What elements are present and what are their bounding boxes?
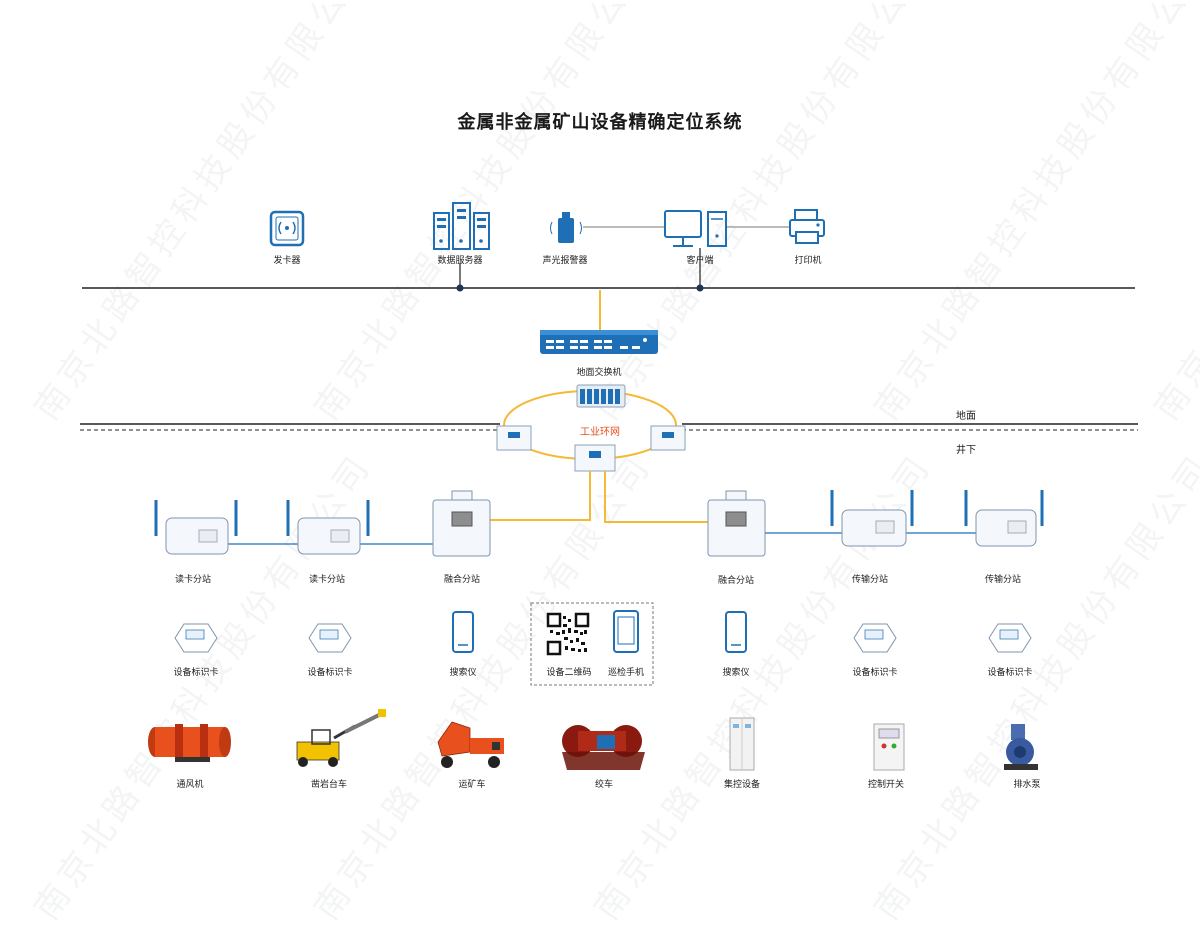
equipment-label-1: 通风机	[176, 780, 204, 790]
surface-switch-icon	[540, 330, 658, 354]
transmission-station-1-icon	[830, 490, 914, 547]
fusion-station-1-icon	[432, 490, 491, 557]
printer-icon	[789, 209, 825, 244]
surface-switch-label: 地面交换机	[576, 368, 622, 378]
id-card-1-icon	[174, 623, 218, 653]
client-label: 客户端	[686, 256, 714, 266]
station-label-3: 融合分站	[443, 575, 481, 585]
alarm-icon	[550, 212, 582, 243]
card-label-4: 设备二维码	[546, 668, 592, 678]
client-icon	[664, 210, 727, 247]
station-label-1: 读卡分站	[174, 575, 212, 585]
drain-pump-icon	[1004, 724, 1038, 770]
searcher-1-icon	[452, 611, 474, 653]
equipment-label-7: 排水泵	[1013, 780, 1041, 790]
station-label-2: 读卡分站	[308, 575, 346, 585]
control-switch-icon	[873, 723, 905, 771]
card-label-6: 搜索仪	[722, 668, 750, 678]
ring-link-fusion-right	[604, 471, 708, 523]
qr-code-icon	[546, 612, 590, 656]
equipment-label-2: 凿岩台车	[310, 780, 348, 790]
equipment-label-3: 运矿车	[458, 780, 486, 790]
ring-node-right-icon	[650, 425, 686, 451]
ventilator-icon	[148, 724, 231, 762]
equipment-label-5: 集控设备	[723, 780, 761, 790]
fusion-station-2-icon	[707, 490, 766, 557]
card-issuer-label: 发卡器	[273, 256, 301, 266]
control-cabinet-icon	[729, 717, 755, 771]
zone-label-surface: 地面	[956, 411, 976, 422]
card-label-3: 搜索仪	[449, 668, 477, 678]
ring-network-label: 工业环网	[580, 427, 620, 438]
data-server-label: 数据服务器	[437, 256, 483, 266]
winch-icon	[562, 725, 645, 770]
ring-node-left-icon	[496, 425, 532, 451]
station-label-5: 传输分站	[851, 575, 889, 585]
equipment-label-6: 控制开关	[867, 780, 905, 790]
qr-inspection-group-box	[530, 602, 654, 686]
station-label-6: 传输分站	[984, 575, 1022, 585]
card-label-7: 设备标识卡	[852, 668, 898, 678]
client-bus-node	[696, 284, 704, 292]
reader-station-1-icon	[154, 500, 238, 555]
page-title: 金属非金属矿山设备精确定位系统	[457, 112, 743, 133]
id-card-4-icon	[988, 623, 1032, 653]
id-card-2-icon	[308, 623, 352, 653]
transmission-station-2-icon	[964, 490, 1044, 547]
card-label-1: 设备标识卡	[173, 668, 219, 678]
station-label-4: 融合分站	[717, 576, 755, 586]
zone-label-underground: 井下	[956, 445, 976, 456]
card-issuer-icon	[269, 210, 305, 247]
equipment-label-4: 绞车	[594, 780, 614, 790]
reader-station-2-icon	[286, 500, 370, 555]
id-card-3-icon	[853, 623, 897, 653]
ring-node-bottom-icon	[574, 444, 616, 472]
inspection-phone-icon	[613, 610, 639, 653]
card-label-5: 巡检手机	[607, 668, 645, 678]
server-bus-node	[456, 284, 464, 292]
card-label-8: 设备标识卡	[987, 668, 1033, 678]
ring-link-fusion-left	[490, 471, 591, 521]
ring-top-switch-icon	[576, 384, 626, 408]
card-label-2: 设备标识卡	[307, 668, 353, 678]
drill-rig-icon	[296, 709, 386, 767]
searcher-2-icon	[725, 611, 747, 653]
mine-truck-icon	[437, 721, 504, 768]
data-server-icon	[433, 202, 490, 250]
printer-label: 打印机	[794, 256, 822, 266]
alarm-label: 声光报警器	[542, 256, 588, 266]
